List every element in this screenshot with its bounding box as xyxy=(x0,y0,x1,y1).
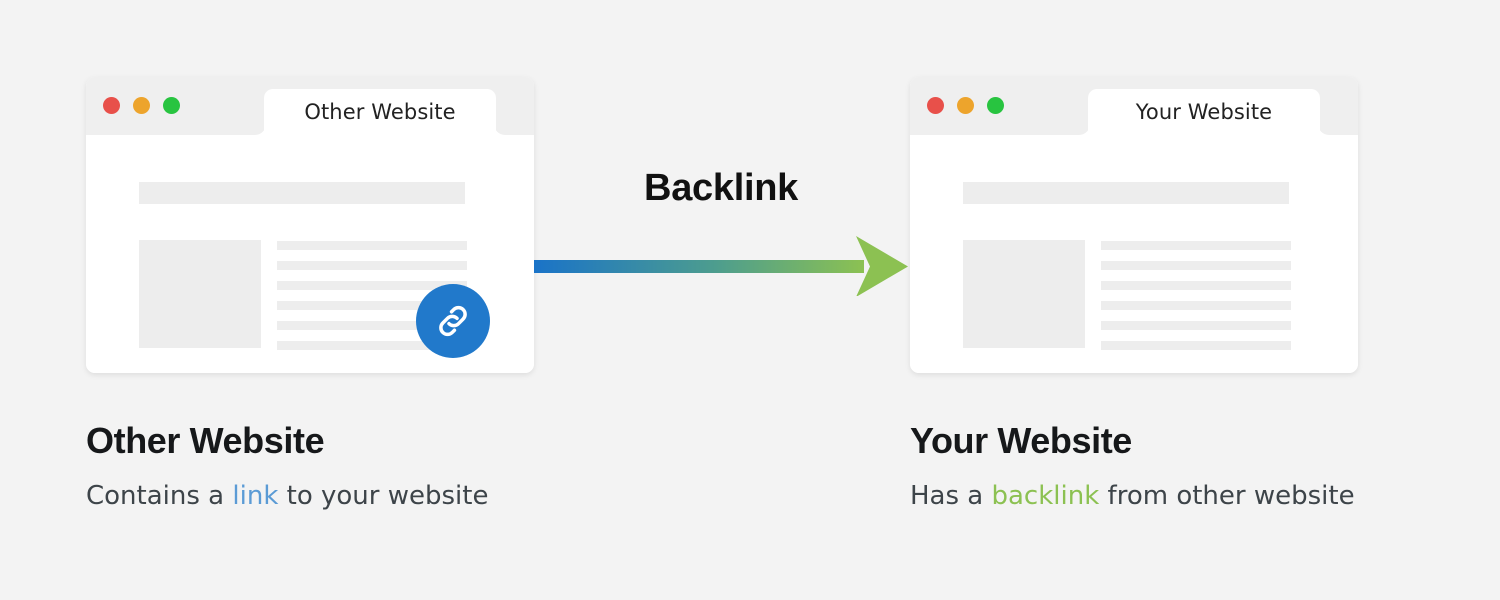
placeholder-line xyxy=(277,341,467,350)
browser-tab-other-website[interactable]: Other Website xyxy=(246,89,514,135)
caption-description: Contains a link to your website xyxy=(86,481,488,512)
placeholder-line xyxy=(277,261,467,270)
caption-heading: Your Website xyxy=(910,420,1132,461)
page-content-mock xyxy=(86,135,534,373)
browser-titlebar: Your Website xyxy=(910,77,1358,135)
placeholder-line xyxy=(277,241,467,250)
tab-shoulder-right xyxy=(1318,115,1338,135)
placeholder-line xyxy=(277,301,467,310)
traffic-light-dots xyxy=(103,97,180,114)
caption-heading: Other Website xyxy=(86,420,325,461)
close-dot[interactable] xyxy=(927,97,944,114)
caption-your-website: Your Website Has a backlink from other w… xyxy=(910,420,1355,513)
placeholder-line xyxy=(1101,301,1291,310)
browser-titlebar: Other Website xyxy=(86,77,534,135)
tab-body xyxy=(1088,89,1320,135)
placeholder-line xyxy=(277,281,467,290)
caption-description: Has a backlink from other website xyxy=(910,481,1355,512)
page-content-mock xyxy=(910,135,1358,373)
placeholder-line xyxy=(1101,281,1291,290)
browser-window-your-website: Your Website xyxy=(910,77,1358,373)
tab-title: Other Website xyxy=(304,100,456,124)
image-placeholder xyxy=(139,240,261,348)
placeholder-line xyxy=(1101,241,1291,250)
image-placeholder xyxy=(963,240,1085,348)
browser-tab-your-website[interactable]: Your Website xyxy=(1070,89,1338,135)
link-icon[interactable] xyxy=(416,284,490,358)
close-dot[interactable] xyxy=(103,97,120,114)
caption-text-after: to your website xyxy=(278,481,489,512)
maximize-dot[interactable] xyxy=(987,97,1004,114)
caption-other-website: Other Website Contains a link to your we… xyxy=(86,420,488,513)
caption-text-before: Contains a xyxy=(86,481,233,512)
caption-highlight-backlink: backlink xyxy=(991,481,1100,512)
placeholder-line xyxy=(1101,341,1291,350)
placeholder-line xyxy=(1101,261,1291,270)
placeholder-line xyxy=(277,321,467,330)
minimize-dot[interactable] xyxy=(133,97,150,114)
placeholder-line xyxy=(1101,321,1291,330)
hero-placeholder-bar xyxy=(963,182,1289,204)
tab-shoulder-left xyxy=(1070,115,1090,135)
caption-text-after: from other website xyxy=(1099,481,1355,512)
text-placeholder-lines xyxy=(277,241,467,350)
tab-shoulder-right xyxy=(494,115,514,135)
browser-window-other-website: Other Website xyxy=(86,77,534,373)
arrow-right-icon xyxy=(534,236,908,296)
minimize-dot[interactable] xyxy=(957,97,974,114)
tab-title: Your Website xyxy=(1135,100,1273,124)
tab-shoulder-left xyxy=(246,115,266,135)
caption-text-before: Has a xyxy=(910,481,992,512)
caption-highlight-link: link xyxy=(232,481,279,512)
hero-placeholder-bar xyxy=(139,182,465,204)
backlink-label: Backlink xyxy=(644,167,798,209)
traffic-light-dots xyxy=(927,97,1004,114)
tab-body xyxy=(264,89,496,135)
maximize-dot[interactable] xyxy=(163,97,180,114)
text-placeholder-lines xyxy=(1101,241,1291,350)
